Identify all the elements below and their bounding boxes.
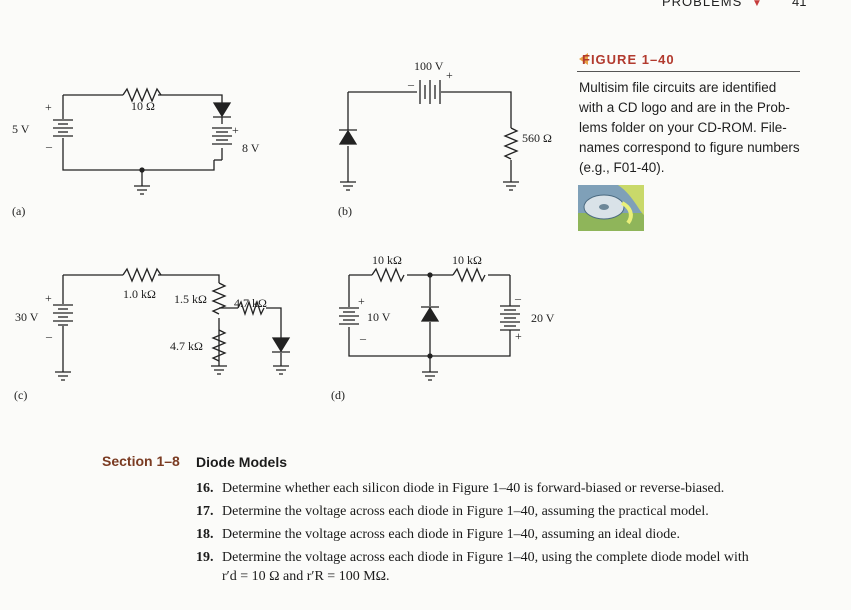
- circuit-c: [53, 267, 291, 381]
- svg-text:–: –: [359, 331, 367, 345]
- diode-a: [212, 102, 232, 118]
- running-head: PROBLEMS: [662, 0, 743, 9]
- battery-10v: [339, 307, 359, 325]
- problem-text: Determine the voltage across each diode …: [222, 527, 680, 542]
- diode-d: [420, 306, 440, 322]
- svg-text:–: –: [407, 77, 415, 91]
- caption-line: names correspond to figure numbers: [579, 140, 800, 155]
- problem-16: 16. Determine whether each silicon diode …: [196, 481, 724, 497]
- label-d-source1: 10 V: [367, 310, 391, 324]
- resistor-c4: [211, 329, 227, 362]
- problem-text: Determine whether each silicon diode in …: [222, 481, 725, 496]
- label-c-r1: 1.0 kΩ: [123, 287, 156, 301]
- problem-19-continued: r′d = 10 Ω and r′R = 100 MΩ.: [196, 569, 390, 585]
- problem-number: 16.: [196, 481, 214, 496]
- label-d-source2: 20 V: [531, 311, 555, 325]
- panel-label-b: (b): [338, 204, 352, 218]
- problem-number: 19.: [196, 550, 214, 565]
- diode-c: [271, 337, 291, 353]
- resistor-c1: [122, 267, 162, 283]
- resistor-c3: [237, 299, 265, 317]
- problem-text: Determine the voltage across each diode …: [222, 504, 709, 519]
- svg-text:+: +: [446, 68, 453, 82]
- label-c-r3: 4.7 kΩ: [234, 296, 267, 310]
- svg-text:+: +: [45, 291, 52, 305]
- resistor-d1: [371, 267, 405, 283]
- label-c-source: 30 V: [15, 310, 39, 324]
- problem-number: 17.: [196, 504, 214, 519]
- svg-text:+: +: [358, 294, 365, 308]
- chevron-down-icon: ▼: [752, 0, 762, 9]
- label-a-source: 5 V: [12, 122, 30, 136]
- panel-label-d: (d): [331, 388, 345, 402]
- svg-text:–: –: [45, 329, 53, 343]
- battery-30v: [53, 304, 73, 326]
- label-a-source2: 8 V: [242, 141, 260, 155]
- label-c-r4: 4.7 kΩ: [170, 339, 203, 353]
- problem-text: Determine the voltage across each diode …: [222, 550, 749, 565]
- resistor-d2: [452, 267, 486, 283]
- problem-18: 18. Determine the voltage across each dio…: [196, 527, 680, 543]
- resistor-c2: [211, 282, 227, 315]
- svg-text:+: +: [515, 329, 522, 343]
- circuit-d: [339, 267, 520, 381]
- svg-text:+: +: [232, 123, 239, 137]
- svg-text:+: +: [45, 100, 52, 114]
- label-b-resistor: 560 Ω: [522, 131, 552, 145]
- label-c-r2: 1.5 kΩ: [174, 292, 207, 306]
- figure-title: FIGURE 1–40: [582, 52, 675, 67]
- panel-label-c: (c): [14, 388, 27, 402]
- battery-100v: [419, 80, 441, 104]
- panel-label-a: (a): [12, 204, 25, 218]
- battery-8v: [212, 127, 232, 145]
- svg-text:–: –: [45, 139, 53, 153]
- svg-text:–: –: [514, 291, 522, 305]
- resistor-a: [122, 87, 162, 103]
- resistor-b: [503, 127, 519, 160]
- caption-line: with a CD logo and are in the Prob-: [579, 100, 790, 115]
- problem-19: 19. Determine the voltage across each dio…: [196, 550, 749, 566]
- circuit-a: [53, 87, 232, 195]
- figure-caption: Multisim file circuits are identified wi…: [579, 78, 803, 178]
- battery-5v: [53, 119, 73, 137]
- problem-17: 17. Determine the voltage across each dio…: [196, 504, 709, 520]
- battery-20v: [500, 305, 520, 331]
- caption-line: Multisim file circuits are identified: [579, 80, 777, 95]
- problem-number: 18.: [196, 527, 214, 542]
- figure-rule: [577, 71, 800, 72]
- cd-logo-icon: [578, 185, 644, 231]
- problem-text: r′d = 10 Ω and r′R = 100 MΩ.: [222, 569, 390, 584]
- label-a-resistor: 10 Ω: [131, 99, 155, 113]
- diode-b: [338, 129, 358, 145]
- page-number: 41: [792, 0, 807, 9]
- circuit-b: [338, 80, 519, 191]
- label-b-source: 100 V: [414, 59, 444, 73]
- caption-line: lems folder on your CD-ROM. File-: [579, 120, 787, 135]
- label-d-r1: 10 kΩ: [372, 253, 402, 267]
- caption-line: (e.g., F01-40).: [579, 160, 665, 175]
- label-d-r2: 10 kΩ: [452, 253, 482, 267]
- section-number: Section 1–8: [102, 453, 180, 469]
- section-title: Diode Models: [196, 454, 288, 470]
- figure-marker-icon: [579, 53, 588, 65]
